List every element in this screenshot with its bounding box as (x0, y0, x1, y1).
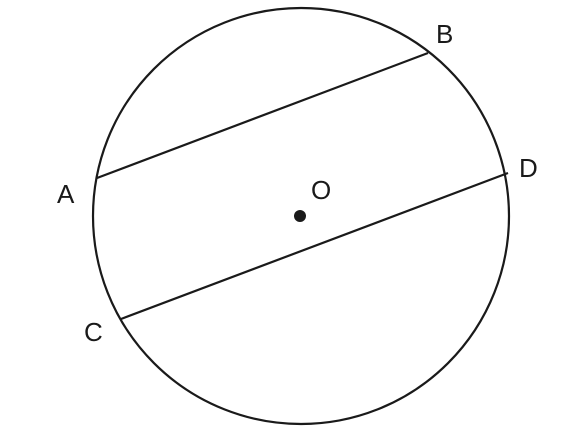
label-a: A (57, 179, 75, 209)
center-point (294, 210, 306, 222)
label-b: B (436, 19, 453, 49)
label-d: D (519, 153, 538, 183)
label-o: O (311, 175, 331, 205)
chord-cd (120, 171, 509, 321)
circle (91, 6, 511, 426)
chord-ab (96, 51, 429, 180)
label-c: C (84, 317, 103, 347)
